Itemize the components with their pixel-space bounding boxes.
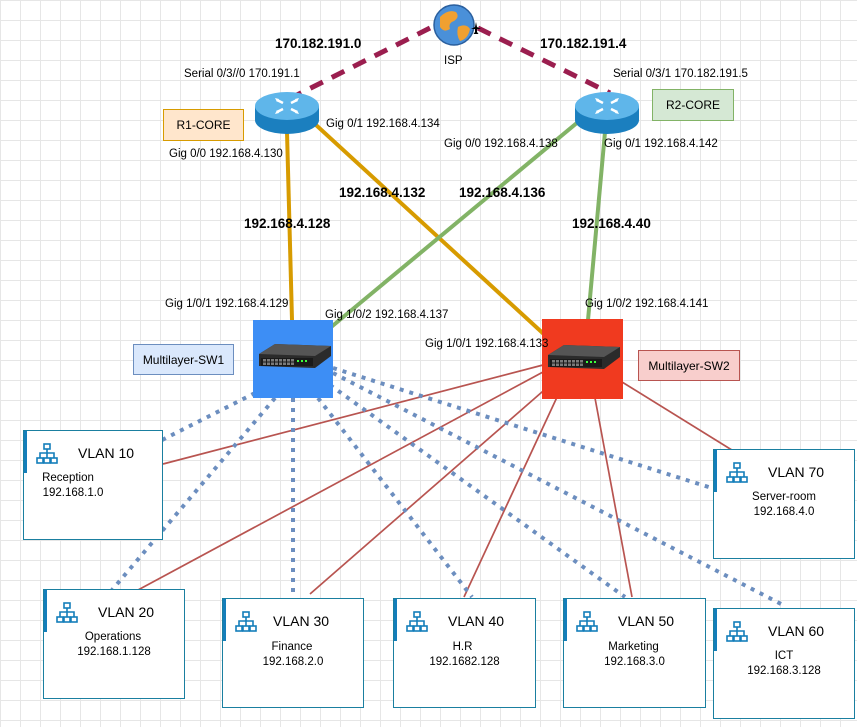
isp-label: ISP [444, 55, 463, 67]
vlan-name: VLAN 60 [768, 623, 825, 639]
network-icon [406, 611, 428, 632]
link-isp-r2 [476, 25, 612, 96]
link-r1-sw1 [285, 131, 294, 321]
r2-name-tag: R2-CORE [652, 89, 734, 121]
r1-gig01-label: Gig 0/1 192.168.4.134 [326, 118, 440, 130]
r2-router[interactable] [573, 88, 641, 136]
switch-icon [259, 344, 331, 368]
link-r2-sw1-net: 192.168.4.136 [459, 185, 546, 200]
link-r2-sw1 [328, 120, 580, 330]
sw2-vlan-links [137, 364, 749, 598]
r2-gig00-label: Gig 0/0 192.168.4.138 [444, 138, 558, 150]
vlan-network: 192.168.2.0 [262, 656, 324, 668]
r2-serial-label: Serial 0/3/1 170.182.191.5 [613, 68, 748, 80]
sw2-gig101-label: Gig 1/0/1 192.168.4.133 [425, 338, 549, 350]
network-icon [726, 621, 748, 642]
network-icon [726, 462, 748, 483]
vlan-network: 192.1682.128 [429, 656, 500, 668]
plane-icon [471, 22, 481, 34]
vlan-40-box[interactable]: VLAN 40 H.R 192.1682.128 [393, 598, 536, 708]
vlan-accent-bar [714, 450, 717, 492]
vlan-dept: ICT [774, 650, 794, 662]
vlan-accent-bar [44, 590, 47, 632]
vlan-name: VLAN 30 [273, 613, 330, 629]
sw2-name-tag: Multilayer-SW2 [638, 350, 740, 381]
isp-link-left-net: 170.182.191.0 [275, 36, 362, 51]
sw1-name-tag: Multilayer-SW1 [133, 344, 234, 375]
r2-gig01-label: Gig 0/1 192.168.4.142 [604, 138, 718, 150]
router-icon [255, 92, 319, 134]
sw1-switch[interactable] [253, 320, 333, 398]
vlan-50-box[interactable]: VLAN 50 Marketing 192.168.3.0 [563, 598, 706, 708]
link-r1-sw2-net: 192.168.4.132 [339, 185, 426, 200]
vlan-network: 192.168.1.0 [42, 487, 104, 499]
link-r2-sw2 [586, 131, 607, 321]
r1-serial-label: Serial 0/3//0 170.191.1 [184, 68, 300, 80]
vlan-20-box[interactable]: VLAN 20 Operations 192.168.1.128 [43, 589, 185, 699]
link-r1-sw2 [314, 123, 549, 339]
link-isp-r1 [293, 25, 432, 99]
vlan-60-box[interactable]: VLAN 60 ICT 192.168.3.128 [713, 608, 855, 719]
vlan-dept: Operations [84, 631, 142, 643]
sw1-vlan-links [110, 366, 786, 608]
vlan-name: VLAN 70 [768, 464, 825, 480]
router-icon [575, 92, 639, 134]
sw2-gig102-label: Gig 1/0/2 192.168.4.141 [585, 298, 709, 310]
vlan-name: VLAN 50 [618, 613, 675, 629]
globe-icon [433, 4, 475, 46]
vlan-name: VLAN 40 [448, 613, 505, 629]
network-icon [36, 443, 58, 464]
vlan-network: 192.168.4.0 [753, 506, 815, 518]
link-r2-sw2-net: 192.168.4.40 [572, 216, 651, 231]
vlan-dept: Finance [271, 641, 313, 653]
vlan-accent-bar [714, 609, 717, 651]
link-r1-sw1-net: 192.168.4.128 [244, 216, 331, 231]
vlan-dept: Server-room [752, 491, 816, 503]
network-icon [576, 611, 598, 632]
vlan-accent-bar [223, 599, 226, 641]
isp-link-right-net: 170.182.191.4 [540, 36, 627, 51]
vlan-name: VLAN 20 [98, 604, 155, 620]
vlan-dept: H.R [452, 641, 473, 653]
switch-icon [548, 345, 620, 369]
sw2-switch[interactable] [542, 319, 623, 399]
sw1-gig102-label: Gig 1/0/2 192.168.4.137 [325, 309, 449, 321]
vlan-name: VLAN 10 [78, 445, 135, 461]
vlan-network: 192.168.1.128 [77, 646, 151, 658]
vlan-network: 192.168.3.0 [604, 656, 665, 668]
sw1-gig101-label: Gig 1/0/1 192.168.4.129 [165, 298, 289, 310]
isp-node[interactable] [430, 3, 481, 49]
r1-name-tag: R1-CORE [163, 109, 244, 141]
vlan-accent-bar [564, 599, 567, 641]
r1-gig00-label: Gig 0/0 192.168.4.130 [169, 148, 283, 160]
r1-router[interactable] [253, 88, 321, 136]
vlan-network: 192.168.3.128 [747, 665, 821, 677]
vlan-dept: Marketing [608, 641, 659, 653]
network-icon [235, 611, 257, 632]
vlan-dept: Reception [42, 472, 94, 484]
vlan-10-box[interactable]: VLAN 10 Reception 192.168.1.0 [23, 430, 163, 540]
vlan-30-box[interactable]: VLAN 30 Finance 192.168.2.0 [222, 598, 364, 708]
network-icon [56, 602, 78, 623]
vlan-accent-bar [394, 599, 397, 641]
vlan-accent-bar [24, 431, 27, 473]
vlan-70-box[interactable]: VLAN 70 Server-room 192.168.4.0 [713, 449, 855, 559]
